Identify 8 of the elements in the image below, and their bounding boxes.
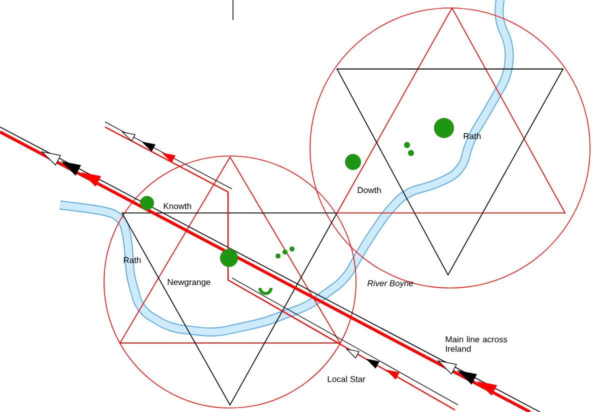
place-label: Local Star <box>328 376 366 382</box>
place-label: Rath <box>464 132 481 140</box>
place-label: River Boyne <box>367 280 414 288</box>
place-label: Dowth <box>358 186 381 194</box>
place-label: Newgrange <box>168 279 210 287</box>
place-label: Knowth <box>164 202 191 210</box>
place-label: Main line across Ireland <box>446 336 508 352</box>
place-label: Rath <box>124 256 141 264</box>
